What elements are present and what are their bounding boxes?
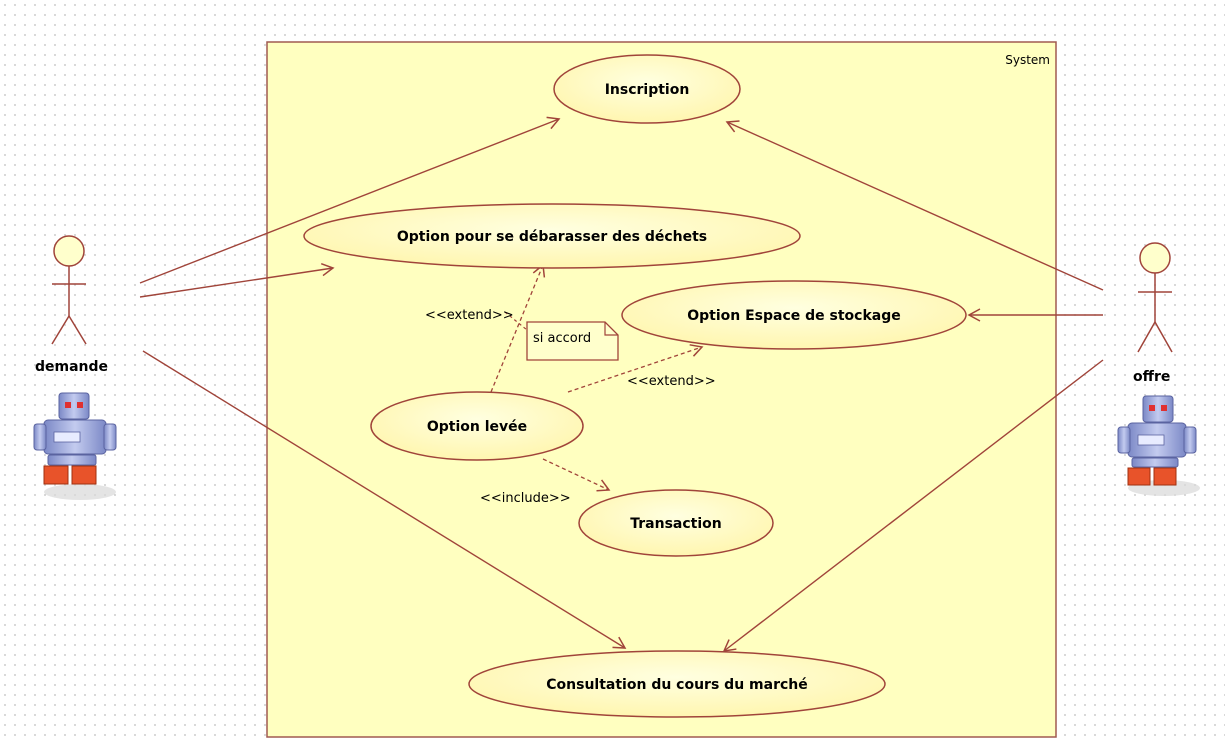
note-si-accord[interactable]: si accord [526,321,619,361]
use-case-stockage[interactable]: Option Espace de stockage [621,280,967,350]
actor-demande[interactable]: demande [33,235,117,500]
note-text: si accord [533,331,591,346]
use-case-stockage-label: Option Espace de stockage [687,308,901,324]
extend-levee-stockage [567,344,704,393]
stick-figure-icon [51,235,87,345]
use-case-levee[interactable]: Option levée [370,391,584,461]
robot-icon [1117,395,1200,496]
stick-figure-icon [1137,242,1173,353]
assoc-demande-consultation [142,350,627,649]
system-label: System [1005,53,1050,67]
use-case-transaction-label: Transaction [630,516,722,532]
use-case-dechets[interactable]: Option pour se débarasser des déchets [303,203,801,269]
use-case-consultation[interactable]: Consultation du cours du marché [468,650,886,718]
extend-label-1: <<extend>> [425,308,514,323]
use-case-inscription-label: Inscription [605,82,690,98]
assoc-offre-inscription [725,120,1104,291]
use-case-dechets-label: Option pour se débarasser des déchets [397,229,707,245]
use-case-transaction[interactable]: Transaction [578,489,774,557]
note-anchor [504,311,528,331]
include-label-1: <<include>> [480,491,571,506]
use-case-consultation-label: Consultation du cours du marché [546,677,807,693]
extend-label-2: <<extend>> [627,374,716,389]
extend-levee-dechets [490,263,546,393]
actor-offre-label: offre [1133,369,1170,385]
robot-icon [33,392,117,500]
use-case-levee-label: Option levée [427,419,527,435]
system-boundary [266,41,1057,738]
assoc-demande-inscription [139,116,561,284]
assoc-offre-consultation [722,359,1104,652]
actor-demande-label: demande [35,359,108,375]
use-case-inscription[interactable]: Inscription [553,54,741,124]
include-levee-transaction [542,458,611,492]
assoc-demande-dechets [139,262,335,298]
actor-offre[interactable]: offre [1117,242,1200,496]
